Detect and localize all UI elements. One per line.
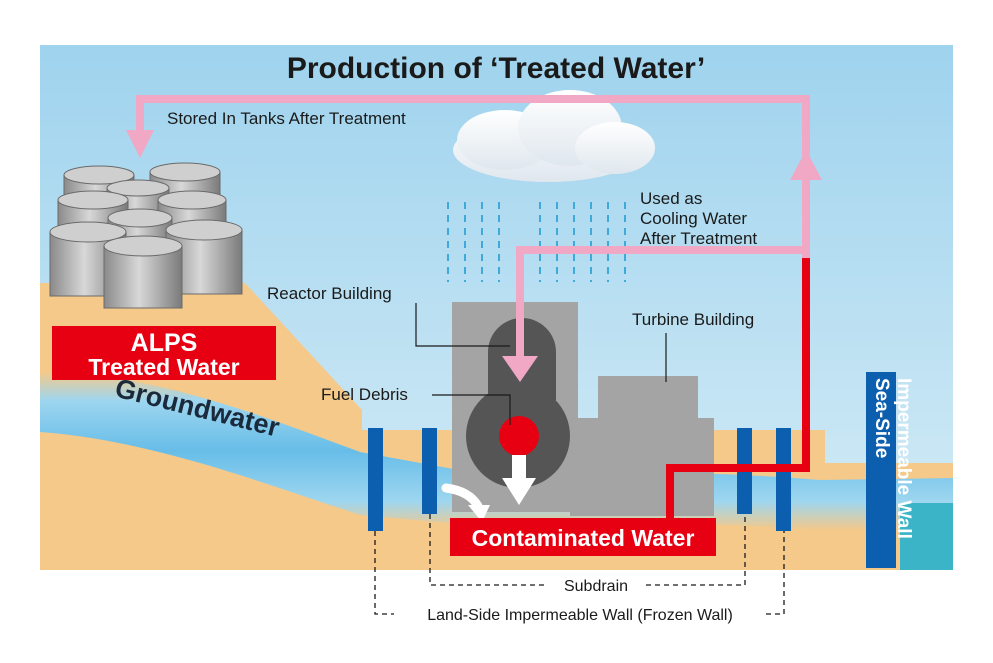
contaminated-water-badge bbox=[450, 518, 716, 556]
subdrain-label: Subdrain bbox=[564, 578, 628, 595]
wall-brackets bbox=[374, 514, 785, 615]
sea-side-label: Sea-Side bbox=[871, 378, 892, 458]
treated-water-label: Treated Water bbox=[88, 354, 239, 380]
land-side-wall-left bbox=[368, 428, 383, 531]
tank-arrow-icon bbox=[126, 130, 154, 158]
sea-side-wall bbox=[866, 372, 896, 568]
cooling-water-label-3: After Treatment bbox=[640, 229, 757, 248]
land-side-wall-label: Land-Side Impermeable Wall (Frozen Wall) bbox=[427, 607, 733, 624]
page-title: Production of ‘Treated Water’ bbox=[287, 52, 705, 85]
cloud-icon bbox=[453, 90, 655, 182]
curved-arrow-icon bbox=[441, 483, 483, 511]
land-side-wall-right bbox=[776, 428, 791, 531]
treated-water-flow bbox=[136, 95, 810, 258]
contaminated-water-flow bbox=[666, 258, 810, 524]
subdrain-left bbox=[422, 428, 437, 514]
impermeable-wall-label: Impermeable Wall bbox=[893, 378, 914, 539]
rain-icon bbox=[447, 202, 626, 282]
fuel-debris bbox=[499, 416, 539, 456]
cooling-water-flow bbox=[516, 246, 806, 358]
turbine-building-label: Turbine Building bbox=[632, 310, 754, 329]
stored-in-tanks-label: Stored In Tanks After Treatment bbox=[167, 109, 406, 128]
cooling-water-label-1: Used as bbox=[640, 189, 702, 208]
fuel-debris-label: Fuel Debris bbox=[321, 385, 408, 404]
storage-tank-icon bbox=[49, 162, 243, 309]
groundwater-band bbox=[40, 372, 953, 530]
alps-label: ALPS bbox=[131, 329, 198, 357]
cooling-water-label-2: Cooling Water bbox=[640, 209, 747, 228]
contaminated-water-label: Contaminated Water bbox=[472, 525, 695, 551]
cooling-arrow-icon bbox=[502, 356, 538, 382]
down-arrow-icon bbox=[502, 455, 536, 505]
reactor-building-label: Reactor Building bbox=[267, 284, 392, 303]
curved-arrow-head bbox=[468, 505, 490, 522]
sea bbox=[900, 503, 953, 570]
leader-lines bbox=[415, 303, 667, 425]
alps-treated-water-badge bbox=[52, 326, 276, 380]
